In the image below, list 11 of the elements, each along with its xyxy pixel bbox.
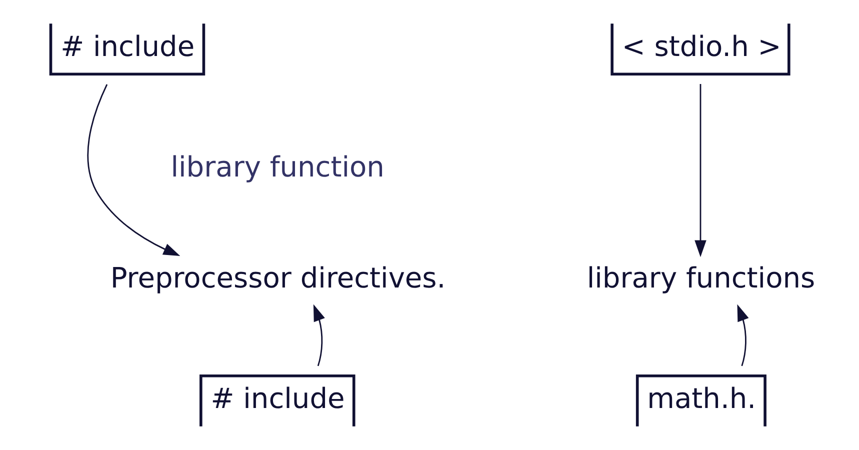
arrow: [736, 304, 748, 366]
node-text: # include: [210, 382, 344, 416]
node-text: library functions: [586, 261, 815, 294]
arrow: [312, 304, 324, 366]
arrow: [86, 84, 180, 256]
node-text: < stdio.h >: [621, 30, 781, 63]
node-text: Preprocessor directives.: [110, 261, 446, 294]
label: library function: [170, 150, 384, 184]
node-text: math.h.: [646, 382, 756, 416]
arrow: [694, 84, 706, 258]
node-text: # include: [60, 30, 194, 63]
